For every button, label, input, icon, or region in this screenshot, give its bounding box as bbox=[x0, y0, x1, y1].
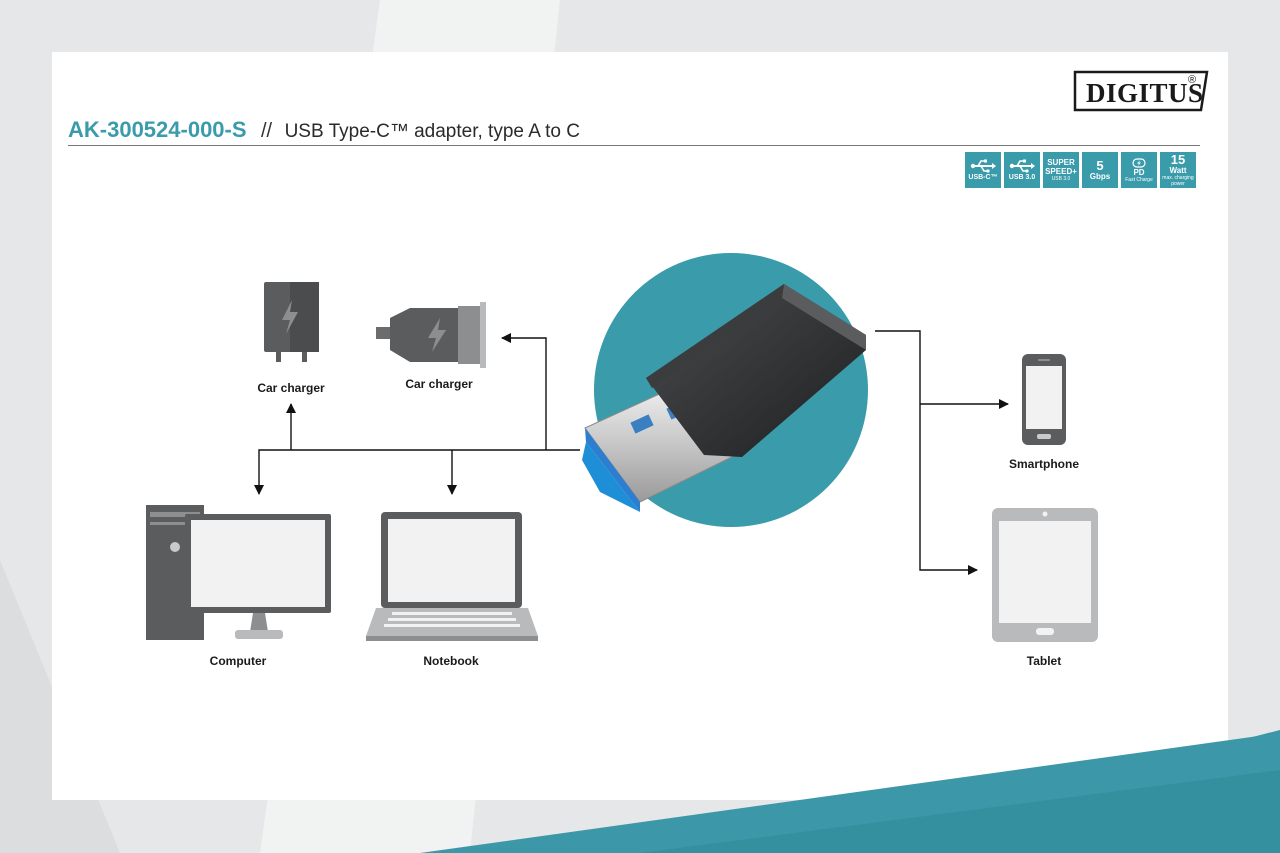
title-separator: // bbox=[261, 120, 273, 142]
digitus-logo bbox=[1073, 70, 1209, 112]
title-divider bbox=[68, 145, 1200, 146]
badge-value: PD bbox=[1133, 167, 1145, 177]
label-smartphone: Smartphone bbox=[1008, 457, 1080, 471]
badge-pd: PD Fast Charge bbox=[1121, 152, 1157, 188]
badge-small: max. charging power bbox=[1162, 175, 1194, 187]
badge-usb-c: USB-C™ bbox=[965, 152, 1001, 188]
line-input-bus bbox=[254, 449, 580, 495]
badge-unit: Gbps bbox=[1089, 172, 1111, 181]
label-car-charger: Car charger bbox=[405, 377, 473, 391]
car-charger-icon bbox=[376, 302, 486, 368]
badge-small: Fast Charge bbox=[1125, 176, 1153, 183]
power-delivery-icon bbox=[1132, 157, 1146, 168]
label-notebook: Notebook bbox=[423, 654, 479, 668]
badge-value: 5 bbox=[1096, 158, 1104, 173]
usb-adapter-image bbox=[582, 284, 866, 512]
badge-value: 15 bbox=[1170, 152, 1186, 167]
badge-line2: SPEED+ bbox=[1045, 167, 1077, 176]
product-code: AK-300524-000-S bbox=[68, 117, 247, 142]
badge-superspeed: SUPER SPEED+ USB 3.0 bbox=[1043, 152, 1079, 188]
line-to-car-charger bbox=[501, 333, 547, 450]
feature-badges: USB-C™ USB 3.0 SUPER SPEED+ USB 3.0 5 Gb… bbox=[965, 152, 1196, 188]
label-computer: Computer bbox=[209, 654, 267, 668]
badge-5gbps: 5 Gbps bbox=[1082, 152, 1118, 188]
label-tablet: Tablet bbox=[1026, 654, 1062, 668]
badge-15watt: 15 Watt max. charging power bbox=[1160, 152, 1196, 188]
badge-usb-3: USB 3.0 bbox=[1004, 152, 1040, 188]
tablet-icon bbox=[992, 508, 1098, 642]
logo-registered-mark: ® bbox=[1188, 74, 1197, 86]
notebook-icon bbox=[366, 512, 538, 641]
smartphone-icon bbox=[1022, 354, 1066, 445]
computer-icon bbox=[146, 505, 331, 640]
usb-trident-icon bbox=[970, 159, 996, 173]
usb-trident-icon bbox=[1009, 159, 1035, 173]
badge-unit: Watt bbox=[1169, 166, 1187, 175]
connection-lines bbox=[254, 330, 1009, 575]
badge-label: USB 3.0 bbox=[1008, 174, 1036, 181]
line-output-bus bbox=[875, 330, 978, 575]
badge-label: USB-C™ bbox=[968, 174, 998, 181]
logo-text: DIGITUS bbox=[1086, 78, 1204, 108]
badge-line1: SUPER bbox=[1047, 158, 1075, 167]
wall-charger-icon bbox=[264, 282, 319, 362]
label-wall-charger: Car charger bbox=[257, 381, 325, 395]
product-description: USB Type-C™ adapter, type A to C bbox=[284, 121, 580, 142]
badge-small: USB 3.0 bbox=[1051, 176, 1071, 182]
page-title: AK-300524-000-S // USB Type-C™ adapter, … bbox=[68, 117, 580, 143]
